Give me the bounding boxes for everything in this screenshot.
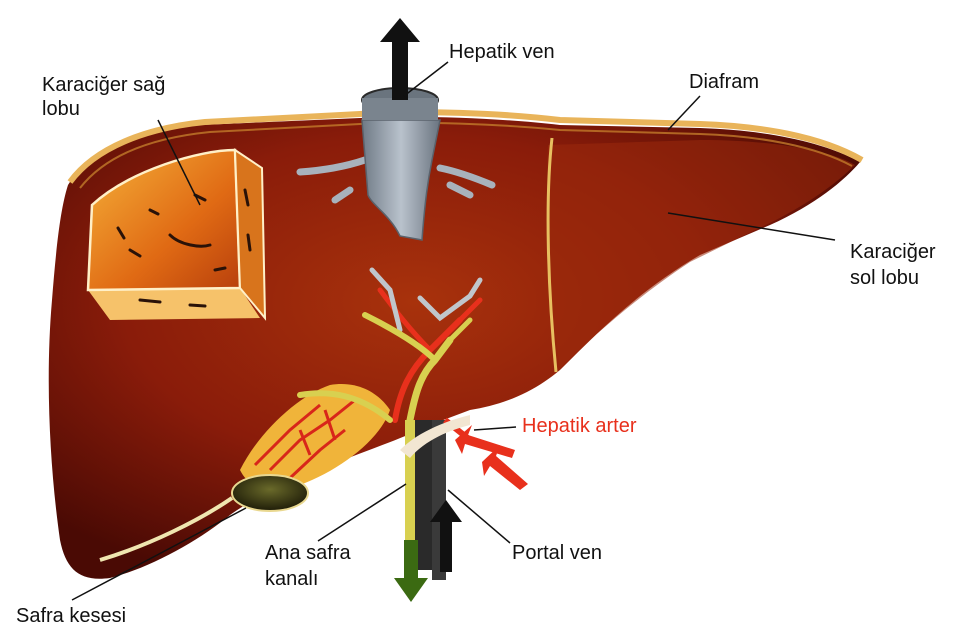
label-portal-ven: Portal ven — [512, 541, 602, 565]
label-ana-safra-kanali-line2: kanalı — [265, 567, 318, 591]
label-safra-kesesi: Safra kesesi — [16, 604, 126, 628]
label-diafram: Diafram — [689, 70, 759, 94]
leader-ana-safra — [318, 484, 406, 541]
cube-front-face — [88, 288, 260, 320]
gallbladder — [232, 475, 308, 511]
label-hepatik-ven: Hepatik ven — [449, 40, 555, 64]
label-karaciger-sag-lobu-line2: lobu — [42, 97, 80, 121]
label-karaciger-sag-lobu-line1: Karaciğer sağ — [42, 73, 165, 97]
label-karaciger-sol-lobu-line1: Karaciğer — [850, 240, 936, 264]
label-hepatik-arter: Hepatik arter — [522, 414, 637, 438]
leader-hepatik-arter — [474, 427, 516, 430]
label-ana-safra-kanali-line1: Ana safra — [265, 541, 351, 565]
left-lobe-shading — [547, 140, 855, 368]
label-karaciger-sol-lobu-line2: sol lobu — [850, 266, 919, 290]
hepatic-vein-stub — [362, 98, 438, 120]
